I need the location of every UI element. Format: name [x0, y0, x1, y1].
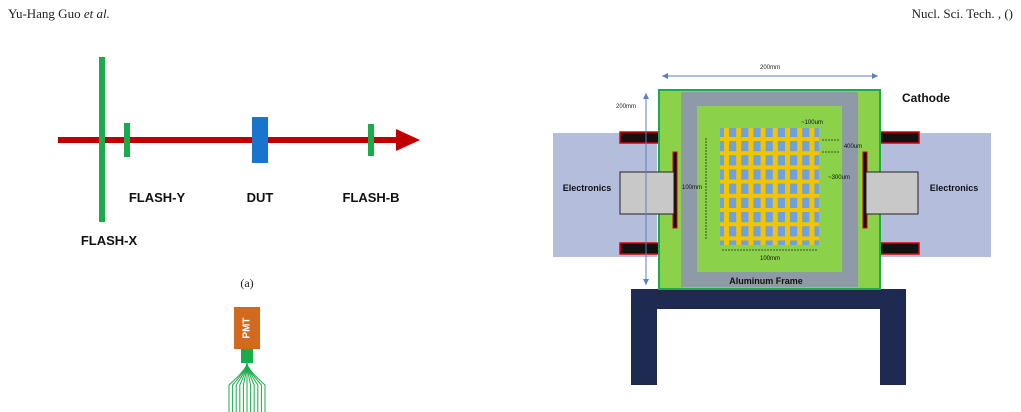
strip-vertical	[809, 128, 815, 245]
label-electronics-right: Electronics	[930, 183, 979, 193]
strip-vertical	[748, 128, 754, 245]
author-name: Yu-Hang Guo	[8, 6, 81, 21]
connector-left-top	[619, 131, 660, 144]
strip-vertical	[785, 128, 790, 245]
label-100mm-vertical: 100mm	[682, 185, 702, 191]
fiber-strand	[246, 362, 266, 412]
strip-horizontal	[720, 236, 819, 241]
strip-horizontal	[720, 208, 819, 212]
caption-a: (a)	[240, 276, 253, 290]
label-100mm-horizontal: 100mm	[760, 256, 780, 262]
dim-arrow-width-left-head	[662, 73, 668, 79]
fiber-bundle	[228, 362, 266, 412]
running-header-author: Yu-Hang Guo et al.	[8, 6, 110, 22]
strip-vertical	[724, 128, 729, 245]
strip-vertical	[760, 128, 766, 245]
label-flash-x: FLASH-X	[81, 233, 138, 248]
dim-arrow-width-right-head	[872, 73, 878, 79]
author-suffix: et al.	[83, 6, 110, 21]
label-aluminum-frame: Aluminum Frame	[729, 276, 803, 286]
label-flash-y: FLASH-Y	[129, 190, 186, 205]
flash-b-detector	[368, 124, 374, 156]
strip-vertical	[772, 128, 778, 245]
strip-horizontal	[720, 179, 819, 184]
strip-horizontal	[720, 222, 819, 227]
label-height-200mm: 200mm	[616, 104, 636, 110]
strip-vertical	[736, 128, 742, 245]
stand-leg-left	[631, 289, 657, 385]
strip-horizontal	[720, 151, 819, 156]
strip-vertical	[797, 128, 803, 245]
beam-arrow-head	[396, 129, 420, 151]
grid-background	[720, 128, 819, 245]
strip-horizontal	[720, 137, 819, 141]
connector-right-bottom	[879, 242, 920, 255]
running-header-journal: Nucl. Sci. Tech. , ()	[911, 6, 1013, 21]
connector-right-top	[879, 131, 920, 144]
label-400um: 400um	[844, 144, 862, 150]
electronics-box-right	[865, 171, 919, 215]
label-dut: DUT	[247, 190, 274, 205]
strip-horizontal	[720, 165, 819, 170]
dim-arrow-height-top-head	[643, 93, 649, 99]
electronics-box-left	[619, 171, 675, 215]
strip-grid	[720, 128, 819, 245]
stand-top	[631, 289, 906, 309]
dim-arrow-height-bottom-head	[643, 279, 649, 285]
label-flash-b: FLASH-B	[342, 190, 399, 205]
label-width-200mm: 200mm	[760, 65, 780, 71]
stand-leg-right	[880, 289, 906, 385]
connector-left-bottom	[619, 242, 660, 255]
dut-block	[252, 117, 268, 163]
label-electronics-left: Electronics	[563, 183, 612, 193]
strip-horizontal	[720, 193, 819, 198]
pmt-body	[234, 307, 260, 349]
pmt-label: PMT	[242, 317, 253, 338]
flash-y-detector	[124, 123, 130, 157]
label-cathode: Cathode	[902, 91, 950, 105]
label-300um: ~300um	[828, 175, 850, 181]
pmt-light-guide	[241, 349, 253, 363]
label-100um: ~100um	[801, 120, 823, 126]
figure-a-beamline: FLASH-Y DUT FLASH-B FLASH-X (a) PMT	[58, 57, 420, 412]
flash-x-detector	[99, 57, 105, 222]
